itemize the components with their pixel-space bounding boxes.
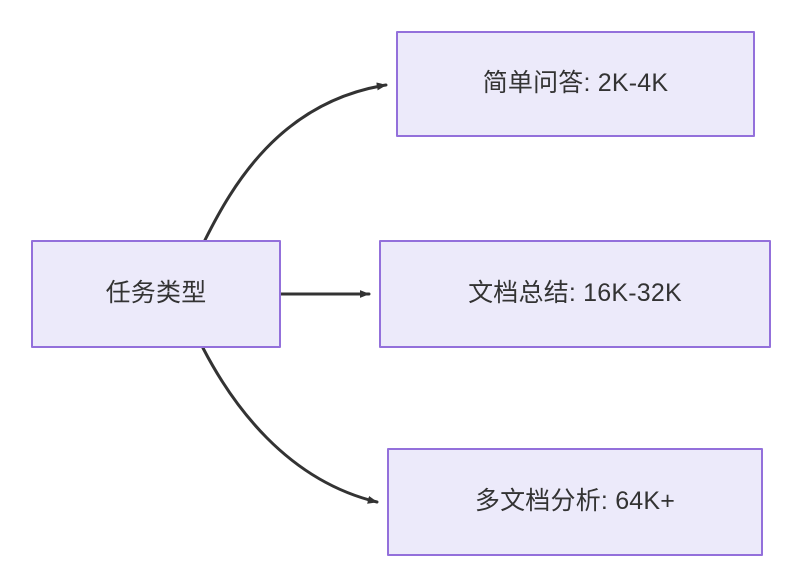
node-multi-doc-analysis-label: 多文档分析: 64K+ bbox=[474, 487, 676, 516]
edge-root-to-simple-qa bbox=[203, 82, 388, 242]
node-doc-summary-label: 文档总结: 16K-32K bbox=[468, 279, 682, 308]
node-task-type[interactable]: 任务类型 bbox=[31, 240, 281, 348]
edge-root-to-multi-doc bbox=[201, 346, 379, 504]
node-simple-qa[interactable]: 简单问答: 2K-4K bbox=[396, 31, 755, 137]
node-doc-summary[interactable]: 文档总结: 16K-32K bbox=[379, 240, 771, 348]
node-multi-doc-analysis[interactable]: 多文档分析: 64K+ bbox=[387, 448, 763, 556]
node-simple-qa-label: 简单问答: 2K-4K bbox=[482, 69, 669, 98]
node-task-type-label: 任务类型 bbox=[105, 279, 207, 308]
